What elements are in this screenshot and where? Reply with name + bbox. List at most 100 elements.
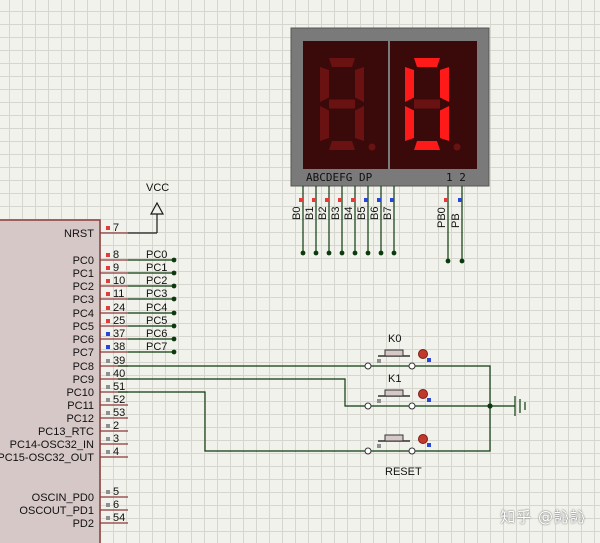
segment-a [329, 58, 355, 67]
pin-name: PC3 [73, 294, 94, 306]
pin-state-marker [106, 292, 110, 296]
pin-label: B3 [330, 207, 342, 220]
pin-state-marker [338, 198, 342, 202]
pin-name: PC1 [73, 268, 94, 280]
net-terminal [352, 250, 358, 256]
segment-g [329, 99, 355, 109]
pin-number: 37 [113, 328, 125, 340]
net-terminal [171, 270, 177, 276]
segment-pin[interactable]: B1 [304, 186, 319, 256]
seven-segment-display[interactable]: ABCDEFG DP 1 2 [290, 27, 490, 187]
segment-pin[interactable]: B3 [330, 186, 345, 256]
net-terminal [171, 336, 177, 342]
segment-pin[interactable]: B7 [382, 186, 397, 256]
button-actuator-icon[interactable] [418, 389, 428, 399]
pin-name: PC4 [73, 308, 94, 320]
vcc-terminal[interactable]: VCC [128, 182, 169, 234]
pin-number: 10 [113, 275, 125, 287]
pin-state-marker [444, 198, 448, 202]
pin-number: 3 [113, 433, 119, 445]
pin-name: PD2 [73, 518, 94, 530]
segment-pin[interactable]: B5 [356, 186, 371, 256]
watermark: 知乎 @訫訫 [500, 508, 586, 526]
pin-name: PC5 [73, 321, 94, 333]
pin-state-marker [106, 450, 110, 454]
pin-name: PC0 [73, 255, 94, 267]
pin-state-marker [325, 198, 329, 202]
digit-pin[interactable]: PB [450, 186, 465, 264]
pin-state-marker [106, 411, 110, 415]
pin-number: 54 [113, 512, 125, 524]
net-terminal [391, 250, 397, 256]
segment-e [320, 106, 329, 141]
pin-state-marker [106, 490, 110, 494]
button-reset[interactable]: RESET [362, 434, 431, 479]
pin-number: 8 [113, 249, 119, 261]
pin-state-marker [377, 399, 381, 403]
pin-state-marker [312, 198, 316, 202]
button-actuator-icon[interactable] [418, 434, 428, 444]
segment-pin[interactable]: B6 [369, 186, 384, 256]
pin-state-marker [106, 385, 110, 389]
pin-label: B7 [382, 207, 394, 220]
net-label: PC3 [146, 288, 167, 300]
net-label: PC0 [146, 249, 167, 261]
pin-name: PC6 [73, 334, 94, 346]
segment-c [355, 106, 364, 141]
pin-label: B2 [317, 207, 329, 220]
pin-state-marker [106, 332, 110, 336]
segment-d [414, 141, 440, 150]
segment-a [414, 58, 440, 67]
segment-g [414, 99, 440, 109]
pin-number: 52 [113, 394, 125, 406]
segment-f [320, 67, 329, 102]
pin-number: 2 [113, 420, 119, 432]
mcu-body[interactable] [0, 219, 101, 543]
pin-state-marker [427, 443, 431, 447]
pin-state-marker [390, 198, 394, 202]
pin-number: 4 [113, 446, 119, 458]
pin-state-marker [351, 198, 355, 202]
segment-pin[interactable]: B4 [343, 186, 358, 256]
segment-pin[interactable]: B2 [317, 186, 332, 256]
pin-name: PC11 [67, 400, 94, 412]
net-label: PC1 [146, 262, 167, 274]
button-k0[interactable]: K0 [362, 333, 431, 370]
pin-name: NRST [64, 228, 94, 240]
digit-1 [320, 58, 376, 151]
button-label: RESET [385, 466, 422, 478]
pin-state-marker [364, 198, 368, 202]
pin-name: OSCOUT_PD1 [19, 505, 94, 517]
pin-state-marker [458, 198, 462, 202]
segment-pin[interactable]: B0 [291, 186, 306, 256]
pin-number: 11 [113, 288, 124, 300]
pin-number: 6 [113, 499, 119, 511]
pin-number: 7 [113, 222, 119, 234]
net-terminal [339, 250, 345, 256]
pin-state-marker [106, 503, 110, 507]
button-actuator-icon[interactable] [418, 349, 428, 359]
button-k1[interactable]: K1 [362, 373, 431, 410]
digit-pin[interactable]: PB0 [436, 186, 451, 264]
segment-e [405, 106, 414, 141]
button-label: K1 [388, 373, 401, 385]
